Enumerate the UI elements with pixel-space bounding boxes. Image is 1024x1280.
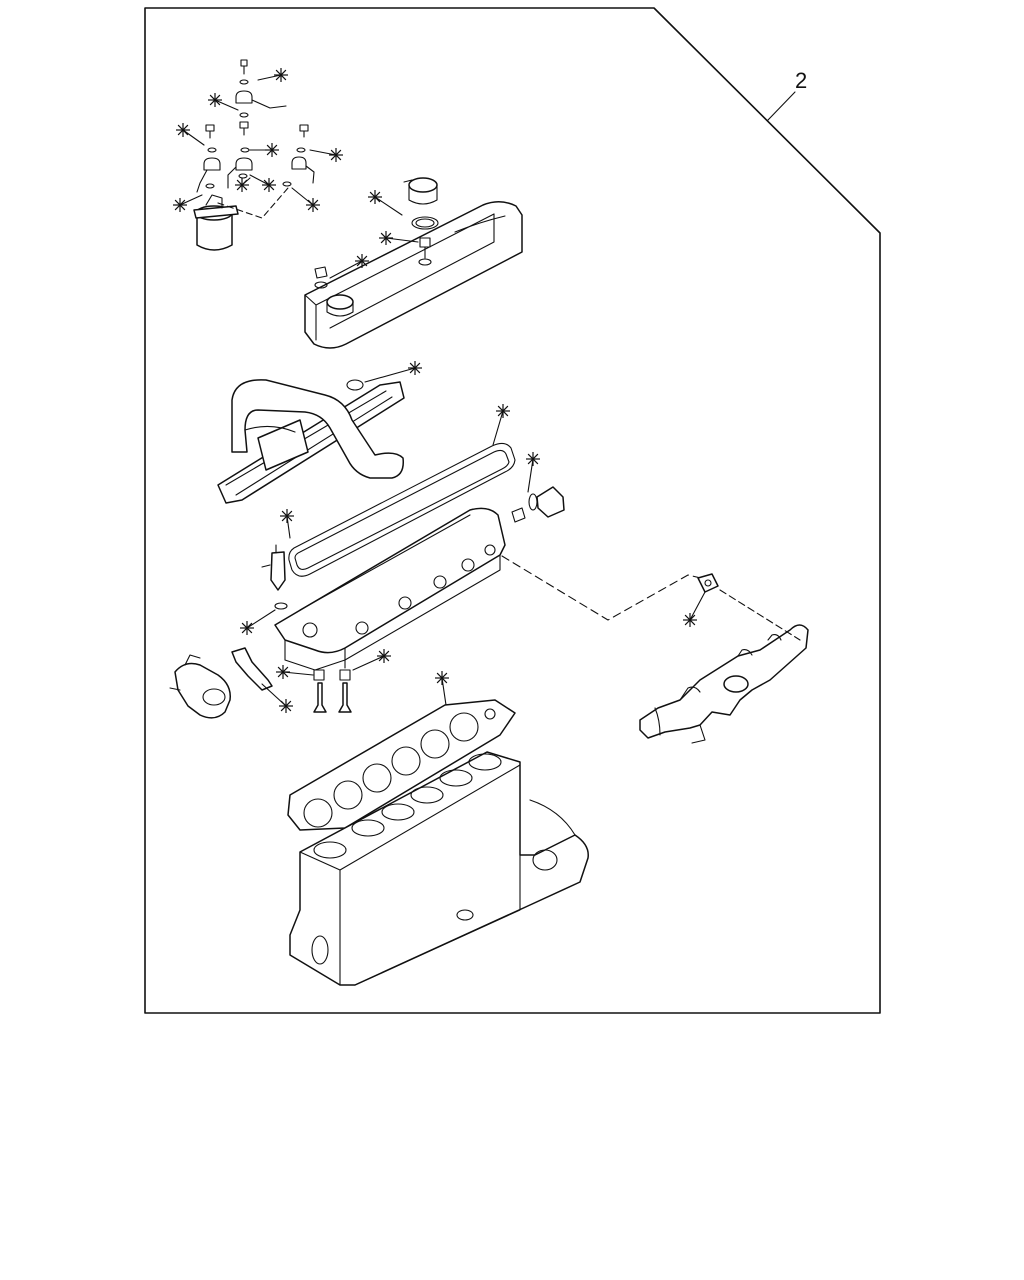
rocker-cover bbox=[304, 177, 523, 349]
kit-part-asterisk-icon bbox=[176, 123, 190, 137]
kit-part-asterisk-icon bbox=[526, 452, 540, 466]
intake-manifold bbox=[217, 379, 405, 504]
kit-frame bbox=[144, 7, 881, 1014]
marker-leader bbox=[441, 677, 447, 706]
kit-part-asterisk-icon bbox=[265, 143, 279, 157]
marker-leader bbox=[352, 655, 385, 671]
kit-part-asterisk-icon bbox=[377, 649, 391, 663]
kit-part-asterisk-icon bbox=[276, 665, 290, 679]
kit-part-asterisk-icon bbox=[240, 621, 254, 635]
marker-leader bbox=[309, 149, 337, 156]
marker-leader bbox=[364, 367, 416, 383]
callout-number: 2 bbox=[795, 68, 807, 93]
kit-part-asterisk-icon bbox=[173, 198, 187, 212]
kit-part-asterisk-icon bbox=[279, 699, 293, 713]
marker-leader bbox=[329, 260, 363, 279]
marker-leader bbox=[527, 458, 534, 493]
cylinder-head bbox=[274, 507, 506, 671]
marker-leader bbox=[374, 196, 403, 216]
marker-leader bbox=[214, 99, 239, 111]
cylinder-block bbox=[289, 751, 589, 986]
kit-part-asterisk-icon bbox=[408, 361, 422, 375]
kit-part-asterisk-icon bbox=[379, 231, 393, 245]
marker-leader bbox=[182, 129, 205, 146]
marker-leader bbox=[492, 410, 504, 446]
fuel-filter-group bbox=[193, 59, 315, 251]
marker-leader bbox=[385, 237, 419, 243]
rocker-cover-gasket bbox=[288, 442, 516, 577]
marker-leader bbox=[257, 74, 282, 81]
kit-part-asterisk-icon bbox=[235, 178, 249, 192]
exhaust-leader bbox=[501, 555, 706, 621]
kit-part-asterisk-icon bbox=[368, 190, 382, 204]
kit-part-asterisk-icon bbox=[262, 178, 276, 192]
kit-part-asterisk-icon bbox=[274, 68, 288, 82]
kit-part-asterisk-icon bbox=[683, 613, 697, 627]
water-pump bbox=[169, 647, 273, 719]
marker-leader bbox=[689, 591, 706, 621]
kit-part-markers bbox=[173, 68, 706, 713]
water-outlet bbox=[511, 486, 565, 523]
kit-part-asterisk-icon bbox=[496, 404, 510, 418]
kit-part-asterisk-icon bbox=[306, 198, 320, 212]
injector bbox=[261, 544, 288, 610]
valves bbox=[313, 669, 352, 713]
kit-part-asterisk-icon bbox=[435, 671, 449, 685]
marker-leader bbox=[179, 194, 203, 206]
head-gasket bbox=[287, 699, 516, 831]
exhaust-manifold bbox=[639, 573, 809, 744]
kit-part-asterisk-icon bbox=[355, 254, 369, 268]
kit-part-asterisk-icon bbox=[329, 148, 343, 162]
marker-leader bbox=[246, 609, 276, 629]
kit-part-asterisk-icon bbox=[208, 93, 222, 107]
marker-leader bbox=[249, 174, 270, 186]
kit-part-asterisk-icon bbox=[280, 509, 294, 523]
callout-leader bbox=[767, 91, 796, 121]
